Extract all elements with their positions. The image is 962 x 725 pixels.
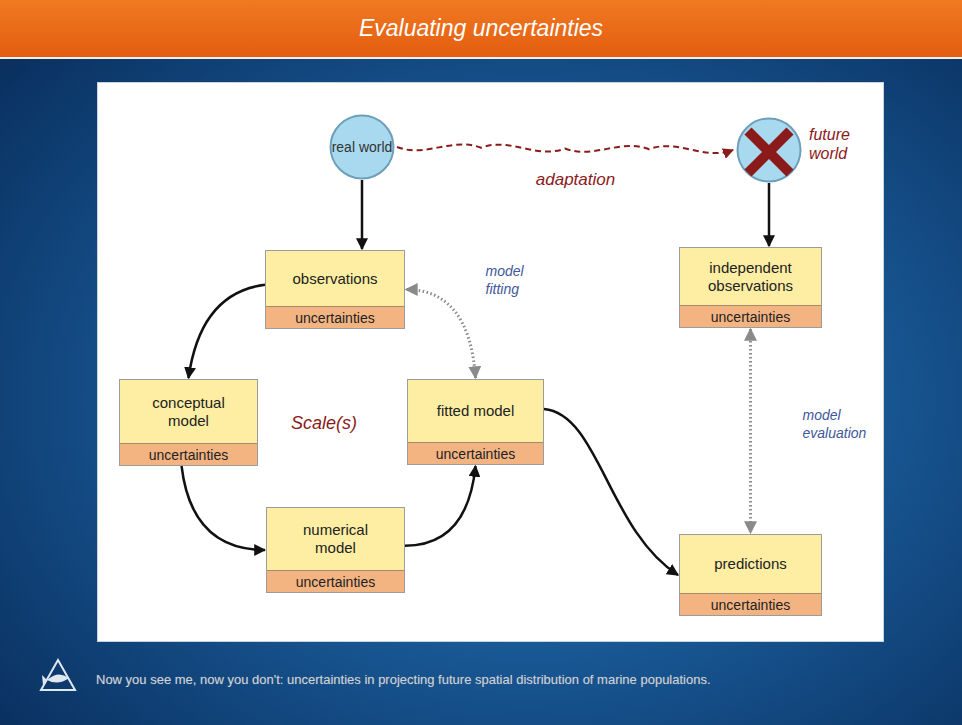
uncertainty-band: uncertainties	[120, 443, 257, 465]
box-label: numerical model	[267, 508, 404, 570]
model-box: independent observationsuncertainties	[679, 247, 822, 328]
box-label: predictions	[680, 535, 821, 593]
edge-label: adaptation	[521, 169, 631, 191]
title-bar: Evaluating uncertainties	[0, 0, 962, 59]
box-label: conceptual model	[120, 380, 257, 443]
model-box: predictionsuncertainties	[679, 534, 822, 616]
world-circle: real world	[329, 114, 395, 180]
uncertainty-band: uncertainties	[266, 306, 404, 328]
uncertainty-band: uncertainties	[680, 305, 821, 327]
uncertainty-band: uncertainties	[408, 442, 543, 464]
connector-arrow	[405, 466, 476, 546]
cross-mark	[748, 131, 790, 173]
footer-caption: Now you see me, now you don't: uncertain…	[96, 672, 946, 687]
circle-label: real world	[329, 114, 395, 180]
box-label: fitted model	[408, 380, 543, 442]
connector-arrow	[361, 180, 364, 249]
slide-title: Evaluating uncertainties	[359, 15, 603, 42]
cross-mark	[748, 131, 790, 173]
connector-arrow	[182, 466, 265, 550]
connector-arrow	[189, 285, 266, 378]
connector-arrow	[406, 290, 476, 379]
edge-label: model evaluation	[803, 406, 875, 442]
box-label: observations	[266, 251, 404, 306]
model-box: conceptual modeluncertainties	[119, 379, 258, 466]
model-box: fitted modeluncertainties	[407, 379, 544, 465]
scale-note: Scale(s)	[291, 413, 357, 434]
box-label: independent observations	[680, 248, 821, 305]
model-box: numerical modeluncertainties	[266, 507, 405, 593]
world-circle: future world	[736, 117, 802, 183]
connector-arrow	[768, 183, 771, 246]
circle-outline	[738, 119, 801, 182]
uncertainty-band: uncertainties	[267, 570, 404, 592]
connector-arrow	[544, 409, 678, 575]
connector-arrow	[749, 329, 752, 533]
model-box: observationsuncertainties	[265, 250, 405, 329]
uncertainty-band: uncertainties	[680, 593, 821, 615]
connector-arrow	[397, 144, 733, 153]
circle-label: future world	[809, 125, 861, 163]
circle-shape	[736, 117, 802, 183]
logo-icon	[38, 658, 78, 694]
edge-label: model fitting	[486, 262, 548, 298]
